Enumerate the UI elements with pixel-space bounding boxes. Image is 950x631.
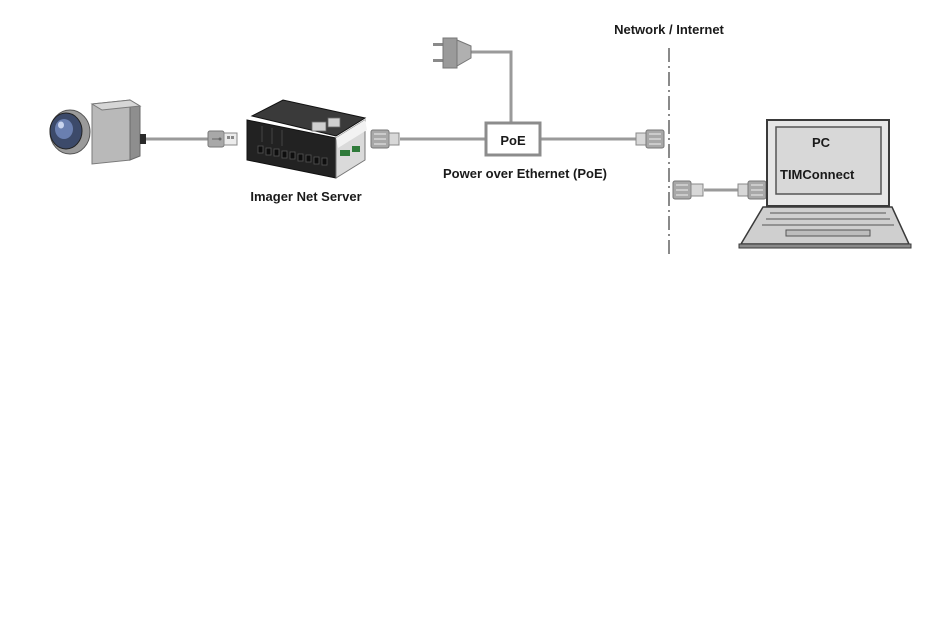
network-internet-label: Network / Internet	[614, 22, 724, 37]
power-cable	[470, 52, 511, 123]
poe-caption-label: Power over Ethernet (PoE)	[443, 166, 607, 181]
poe-box: PoE	[486, 123, 540, 155]
net-server-device-icon	[247, 100, 367, 178]
cables	[145, 52, 738, 190]
rj45-plug-icon	[738, 181, 766, 199]
power-plug-icon	[433, 38, 471, 68]
imager-net-server-label: Imager Net Server	[250, 189, 361, 204]
timconnect-label: TIMConnect	[780, 167, 855, 182]
pc-label: PC	[812, 135, 831, 150]
usb-plug-icon	[208, 131, 237, 147]
rj45-plug-icon	[673, 181, 703, 199]
rj45-plug-icon	[636, 130, 664, 148]
rj45-plug-icon	[371, 130, 399, 148]
thermal-camera-icon	[50, 100, 146, 164]
poe-box-label: PoE	[500, 133, 526, 148]
